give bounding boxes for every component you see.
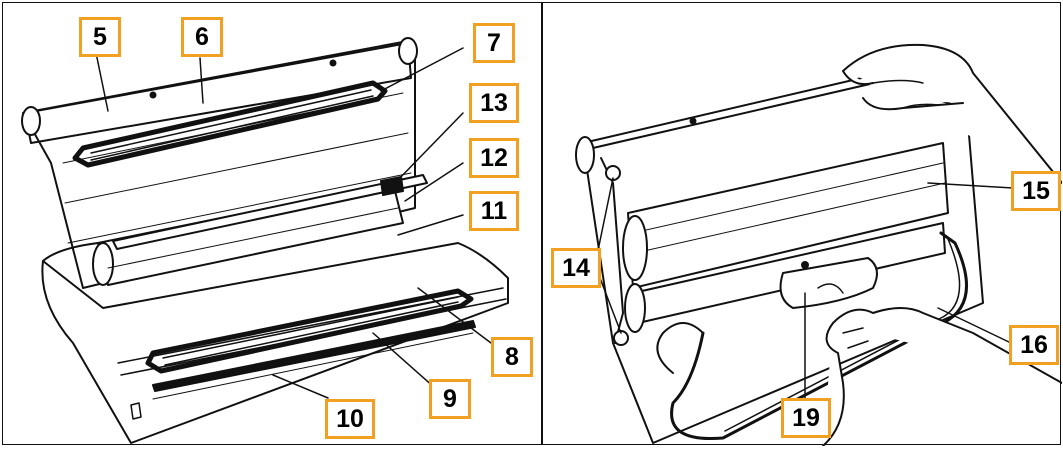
gasket-cable	[670, 231, 968, 441]
callout-14: 14	[551, 248, 601, 288]
lid-hinge-right	[398, 37, 418, 65]
leader-16	[937, 307, 1012, 344]
callout-11: 11	[469, 191, 519, 231]
leader-12	[404, 162, 464, 202]
callout-6: 6	[181, 17, 223, 57]
leader-9	[372, 332, 436, 389]
leader-10	[272, 374, 329, 399]
installation-drawing	[575, 43, 1062, 446]
hand-bottom	[822, 307, 1062, 446]
leader-15	[927, 182, 1014, 189]
callout-19: 19	[781, 398, 831, 438]
right-panel-installing: 14 15 16 19	[542, 2, 1062, 446]
appliance-drawing	[21, 37, 509, 444]
callout-12: 12	[469, 138, 519, 178]
hinge-left-top	[575, 136, 595, 174]
callout-10: 10	[325, 399, 375, 439]
base-outline	[41, 242, 509, 444]
leader-6	[199, 57, 204, 104]
callout-8: 8	[491, 337, 533, 377]
callout-7: 7	[473, 23, 515, 63]
left-panel-open-appliance: 5 6 7 13 12 11 8 9 10	[2, 2, 542, 445]
lid-hinge-left	[21, 106, 41, 136]
callout-16: 16	[1009, 325, 1059, 365]
cutter-bar	[112, 174, 428, 250]
leader-11	[397, 214, 464, 236]
callout-13: 13	[469, 83, 519, 123]
callout-15: 15	[1011, 171, 1061, 211]
base-gasket	[145, 288, 474, 374]
leader-5	[94, 47, 109, 112]
leader-13	[394, 112, 464, 184]
leader-8	[417, 287, 492, 344]
callout-9: 9	[429, 379, 471, 419]
cutter-slider	[380, 176, 404, 196]
sealing-strip	[152, 320, 476, 392]
lid-gasket	[72, 80, 388, 168]
callout-5: 5	[79, 17, 121, 57]
leader-7	[380, 47, 464, 92]
